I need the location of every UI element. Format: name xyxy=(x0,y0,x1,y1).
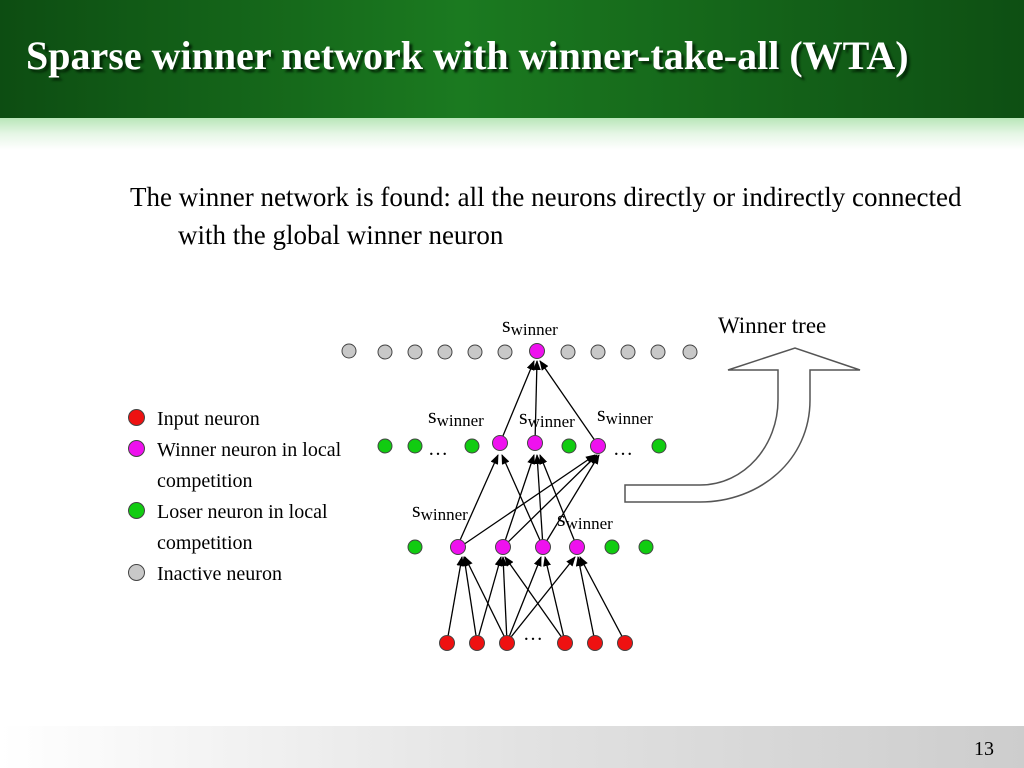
title-bar xyxy=(0,0,1024,120)
ellipsis-input: … xyxy=(523,623,543,645)
input-neuron xyxy=(557,635,573,651)
winner-neuron xyxy=(590,438,606,454)
loser-neuron xyxy=(464,438,480,454)
connection-arrow xyxy=(499,360,535,444)
top-layer xyxy=(341,343,698,360)
winner-label-layer2-c: swinner xyxy=(597,401,653,428)
connection-arrow xyxy=(476,556,503,643)
connection-arrow xyxy=(456,454,499,548)
footer-bar xyxy=(0,726,1024,768)
connection-arrow xyxy=(504,556,566,643)
connection-arrow xyxy=(539,454,578,548)
connection-arrow xyxy=(464,556,508,643)
inactive-neuron-dot-icon xyxy=(128,564,145,581)
inactive-neuron xyxy=(682,344,698,360)
connection-arrow xyxy=(543,556,566,643)
connection-arrow xyxy=(459,454,596,548)
inactive-neuron xyxy=(590,344,606,360)
input-layer xyxy=(439,635,633,651)
loser-neuron xyxy=(604,539,620,555)
loser-neuron-dot-icon xyxy=(128,502,145,519)
winner-label-layer2-b: swinner xyxy=(519,404,575,431)
loser-neuron xyxy=(651,438,667,454)
title-glow xyxy=(0,118,1024,150)
inactive-neuron xyxy=(467,344,483,360)
connection-lines xyxy=(446,360,626,643)
legend-item-loser: Loser neuron in local competition xyxy=(126,497,356,559)
winner-tree-arrow-icon xyxy=(624,347,861,503)
loser-neuron xyxy=(377,438,393,454)
connection-arrow xyxy=(539,360,599,446)
legend: Input neuron Winner neuron in local comp… xyxy=(126,404,356,590)
winner-label-layer1-b: swinner xyxy=(557,506,613,533)
connection-arrow xyxy=(502,454,535,548)
legend-item-inactive: Inactive neuron xyxy=(126,559,356,590)
winner-label-layer2-a: swinner xyxy=(428,403,484,430)
input-neuron xyxy=(469,635,485,651)
connection-arrow xyxy=(506,556,542,643)
legend-item-winner: Winner neuron in local competition xyxy=(126,435,356,497)
loser-neuron xyxy=(561,438,577,454)
inactive-neuron xyxy=(437,344,453,360)
layer-2 xyxy=(377,435,667,454)
legend-label: Inactive neuron xyxy=(157,563,282,585)
legend-label: Loser neuron in local competition xyxy=(157,501,328,554)
winner-neuron-dot-icon xyxy=(128,440,145,457)
connection-arrow xyxy=(575,556,596,643)
winner-neuron xyxy=(527,435,543,451)
inactive-neuron xyxy=(620,344,636,360)
inactive-neuron xyxy=(377,344,393,360)
connection-arrow xyxy=(532,360,541,444)
connection-arrow xyxy=(506,556,576,643)
ellipsis-layer-2-right: … xyxy=(613,438,633,460)
connection-arrow xyxy=(533,454,544,548)
body-text: The winner network is found: all the neu… xyxy=(130,182,962,250)
input-neuron xyxy=(499,635,515,651)
legend-label: Winner neuron in local competition xyxy=(157,439,342,492)
inactive-neuron xyxy=(407,344,423,360)
winner-tree-label: Winner tree xyxy=(718,313,826,338)
loser-neuron xyxy=(407,539,423,555)
winner-label-top: swinner xyxy=(502,312,558,339)
loser-neuron xyxy=(638,539,654,555)
connection-arrow xyxy=(502,454,598,548)
legend-item-input: Input neuron xyxy=(126,404,356,435)
input-neuron-dot-icon xyxy=(128,409,145,426)
page-number: 13 xyxy=(974,738,994,760)
connection-arrow xyxy=(501,454,544,548)
connection-arrow xyxy=(461,556,478,643)
connection-arrow xyxy=(542,454,600,548)
ellipsis-layer-2-left: … xyxy=(428,438,448,460)
inactive-neuron xyxy=(650,344,666,360)
input-neuron xyxy=(587,635,603,651)
inactive-neuron xyxy=(497,344,513,360)
legend-label: Input neuron xyxy=(157,408,260,430)
connection-arrow xyxy=(499,556,508,643)
winner-neuron xyxy=(569,539,585,555)
slide-title: Sparse winner network with winner-take-a… xyxy=(26,33,909,78)
inactive-neuron xyxy=(341,343,357,359)
input-neuron xyxy=(617,635,633,651)
connection-arrow xyxy=(579,556,626,643)
loser-neuron xyxy=(407,438,423,454)
winner-neuron xyxy=(495,539,511,555)
layer-1 xyxy=(407,539,654,555)
winner-neuron xyxy=(492,435,508,451)
input-neuron xyxy=(439,635,455,651)
global-winner-neuron xyxy=(529,343,545,359)
winner-neuron xyxy=(450,539,466,555)
inactive-neuron xyxy=(560,344,576,360)
winner-neuron xyxy=(535,539,551,555)
winner-label-layer1-a: swinner xyxy=(412,497,468,524)
connection-arrow xyxy=(446,556,465,643)
